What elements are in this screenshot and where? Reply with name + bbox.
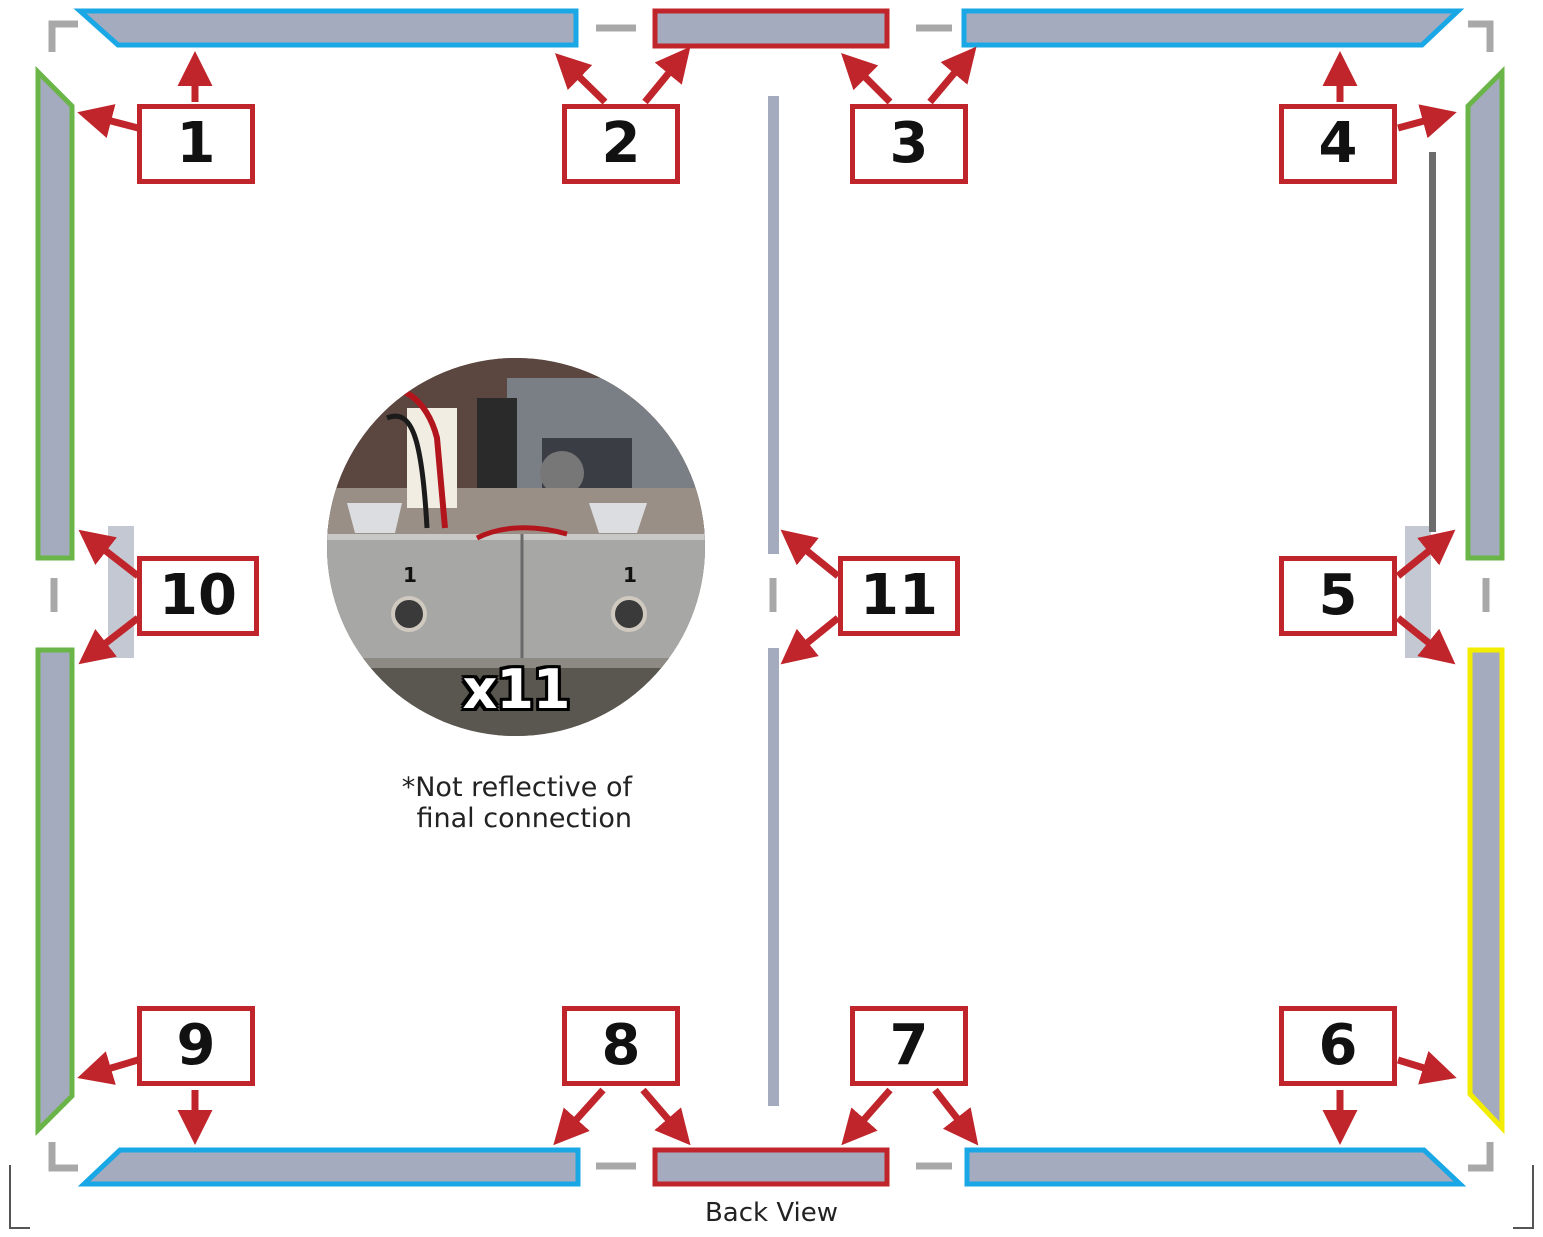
panel-left-upper bbox=[35, 65, 75, 561]
panel-top-left bbox=[73, 8, 579, 48]
panel-right-upper bbox=[1465, 65, 1505, 561]
connector-photo-inset: 1 1 x11 bbox=[327, 358, 705, 736]
view-caption: Back View bbox=[704, 1198, 839, 1228]
callout-4: 4 bbox=[1279, 104, 1397, 184]
dashed-frame bbox=[48, 20, 1494, 1172]
corner-brackets bbox=[9, 1165, 1534, 1229]
disclaimer-note: *Not reflective of final connection bbox=[360, 772, 632, 834]
callout-5: 5 bbox=[1279, 556, 1397, 636]
count-label: x11 bbox=[462, 658, 571, 721]
connector-label-left: 1 bbox=[403, 563, 417, 587]
callout-9: 9 bbox=[137, 1006, 255, 1086]
callout-1: 1 bbox=[137, 104, 255, 184]
panel-bottom-left bbox=[77, 1147, 581, 1187]
callout-6: 6 bbox=[1279, 1006, 1397, 1086]
callout-7: 7 bbox=[850, 1006, 968, 1086]
panel-right-lower bbox=[1467, 647, 1505, 1135]
panel-left-lower bbox=[35, 647, 75, 1137]
callout-3: 3 bbox=[850, 104, 968, 184]
callout-2: 2 bbox=[562, 104, 680, 184]
support-bar-right bbox=[1429, 152, 1436, 532]
connector-photo-illustration: 1 1 bbox=[327, 358, 705, 736]
panel-bottom-center bbox=[652, 1147, 890, 1187]
disclaimer-line-2: final connection bbox=[416, 803, 632, 834]
connector-label-right: 1 bbox=[623, 563, 637, 587]
callout-11: 11 bbox=[838, 556, 960, 636]
panel-top-right bbox=[961, 8, 1465, 48]
callout-8: 8 bbox=[562, 1006, 680, 1086]
center-divider-upper bbox=[768, 96, 779, 554]
callout-arrows bbox=[77, 46, 1457, 1146]
callout-10: 10 bbox=[137, 556, 259, 636]
panel-bottom-right bbox=[964, 1147, 1467, 1187]
disclaimer-line-1: *Not reflective of bbox=[401, 772, 632, 803]
panel-top-center bbox=[652, 8, 890, 49]
center-divider-lower bbox=[768, 648, 779, 1106]
